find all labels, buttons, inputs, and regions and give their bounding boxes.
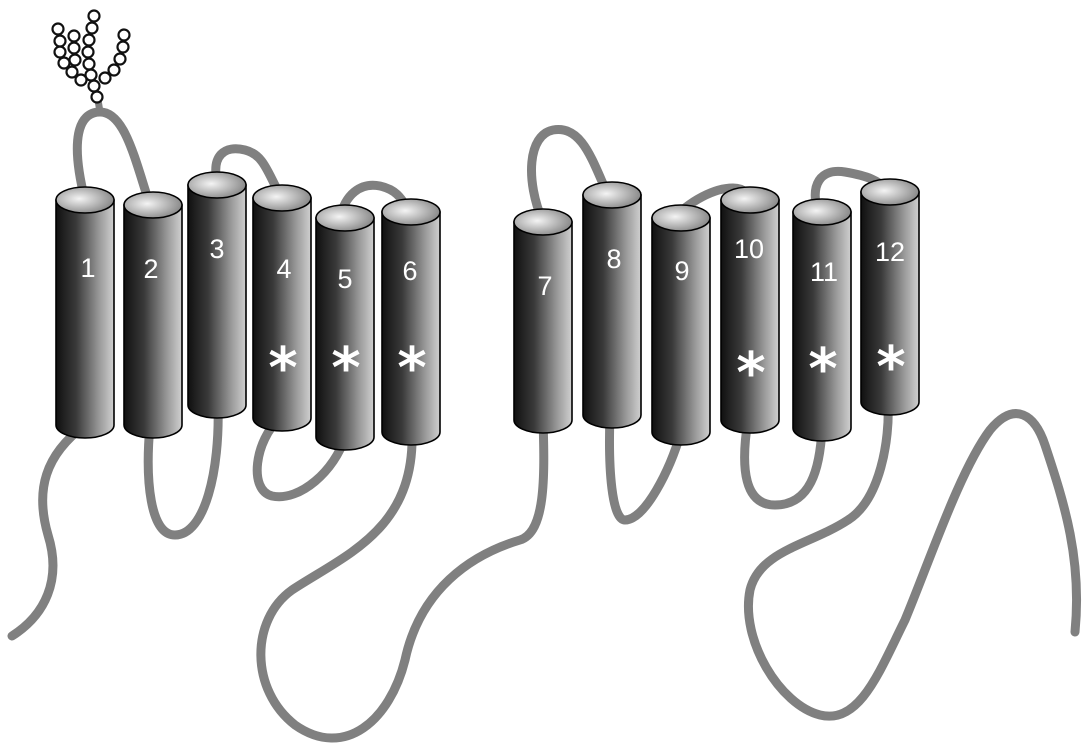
asterisk-marker: * <box>331 336 360 401</box>
helix-1: 1 <box>56 187 114 438</box>
helix-top-cap <box>56 187 114 213</box>
helix-11: 11 * <box>793 199 851 441</box>
helix-label: 1 <box>80 253 95 283</box>
helix-top-cap <box>721 187 779 213</box>
helix-5: 5* <box>316 205 374 450</box>
helix-label: 5 <box>337 264 352 294</box>
helix-9: 9 <box>652 205 710 445</box>
helix-body <box>652 218 710 445</box>
helix-body <box>124 205 182 438</box>
helix-top-cap <box>652 205 710 231</box>
helix-10: 10 * <box>721 187 779 433</box>
helix-body <box>514 222 572 433</box>
c-terminal-tail <box>748 402 1076 716</box>
helix-8: 8 <box>583 182 641 428</box>
helix-label: 2 <box>143 254 158 284</box>
asterisk-marker: * <box>876 335 905 400</box>
helix-label: 12 <box>875 237 905 267</box>
helix-label: 4 <box>276 254 291 284</box>
helix-top-cap <box>124 192 182 218</box>
helix-label: 11 <box>810 257 838 287</box>
helix-body <box>316 218 374 450</box>
asterisk-marker: * <box>268 336 297 401</box>
helix-body <box>56 200 114 438</box>
helix-label: 10 <box>734 234 764 264</box>
helix-top-cap <box>514 209 572 235</box>
helix-label: 6 <box>402 256 417 286</box>
helix-body <box>793 212 851 441</box>
helix-7: 7 <box>514 209 572 433</box>
helix-label: 9 <box>674 256 689 286</box>
n-terminal-tail <box>12 425 85 636</box>
loop-6-7 <box>261 420 544 738</box>
helix-12: 12 * <box>861 179 919 415</box>
helix-top-cap <box>793 199 851 225</box>
helix-top-cap <box>861 179 919 205</box>
helix-top-cap <box>188 172 246 198</box>
helix-body <box>583 195 641 428</box>
helix-top-cap <box>316 205 374 231</box>
helix-label: 8 <box>606 244 621 274</box>
asterisk-marker: * <box>808 337 837 402</box>
helix-4: 4* <box>253 185 311 431</box>
helix-label: 7 <box>537 271 552 301</box>
helix-top-cap <box>253 185 311 211</box>
helix-body <box>382 212 440 445</box>
helix-body <box>188 185 246 418</box>
glycosylation-tree-icon <box>53 11 130 103</box>
asterisk-marker: * <box>736 341 765 406</box>
helix-6: 6* <box>382 199 440 445</box>
asterisk-marker: * <box>397 336 426 401</box>
helix-top-cap <box>583 182 641 208</box>
helix-label: 3 <box>209 234 224 264</box>
helix-top-cap <box>382 199 440 225</box>
helix-3: 3 <box>188 172 246 418</box>
helix-2: 2 <box>124 192 182 438</box>
